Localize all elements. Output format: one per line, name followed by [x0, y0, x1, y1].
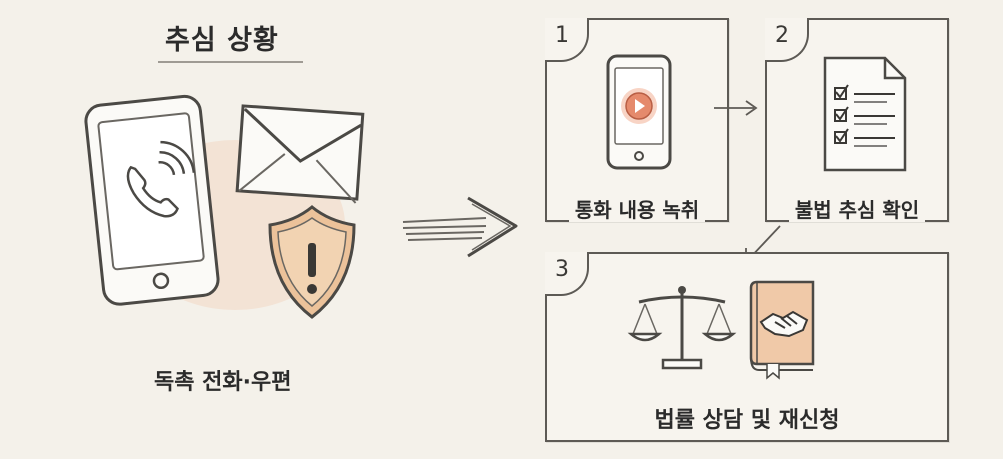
step-3-number: 3 — [545, 252, 589, 296]
flow-arrow-icon — [402, 196, 518, 258]
step-1-box: 1 통화 내용 녹취 — [545, 18, 729, 222]
phone-ringing-icon — [84, 94, 220, 306]
phone-recording-icon — [606, 54, 672, 170]
title-underline — [158, 61, 303, 63]
warning-shield-icon — [268, 205, 356, 319]
scales-of-justice-icon — [627, 286, 737, 370]
step-1-number: 1 — [545, 18, 589, 62]
step-1-label: 통화 내용 녹취 — [547, 194, 727, 223]
step-3-box: 3 법률 상담 및 재신청 — [545, 252, 949, 442]
step-3-label: 법률 상담 및 재신청 — [547, 402, 947, 434]
step-2-label: 불법 추심 확인 — [767, 194, 947, 223]
law-book-handshake-icon — [749, 280, 815, 380]
step-2-number: 2 — [765, 18, 809, 62]
step-arrow-icon — [714, 100, 758, 116]
step-2-box: 2 불법 추심 확인 — [765, 18, 949, 222]
collection-illustration — [84, 94, 365, 319]
envelope-icon — [235, 104, 365, 204]
checklist-document-icon — [823, 56, 907, 172]
section-title: 추심 상황 — [165, 25, 279, 56]
left-caption: 독촉 전화·우편 — [154, 370, 292, 395]
